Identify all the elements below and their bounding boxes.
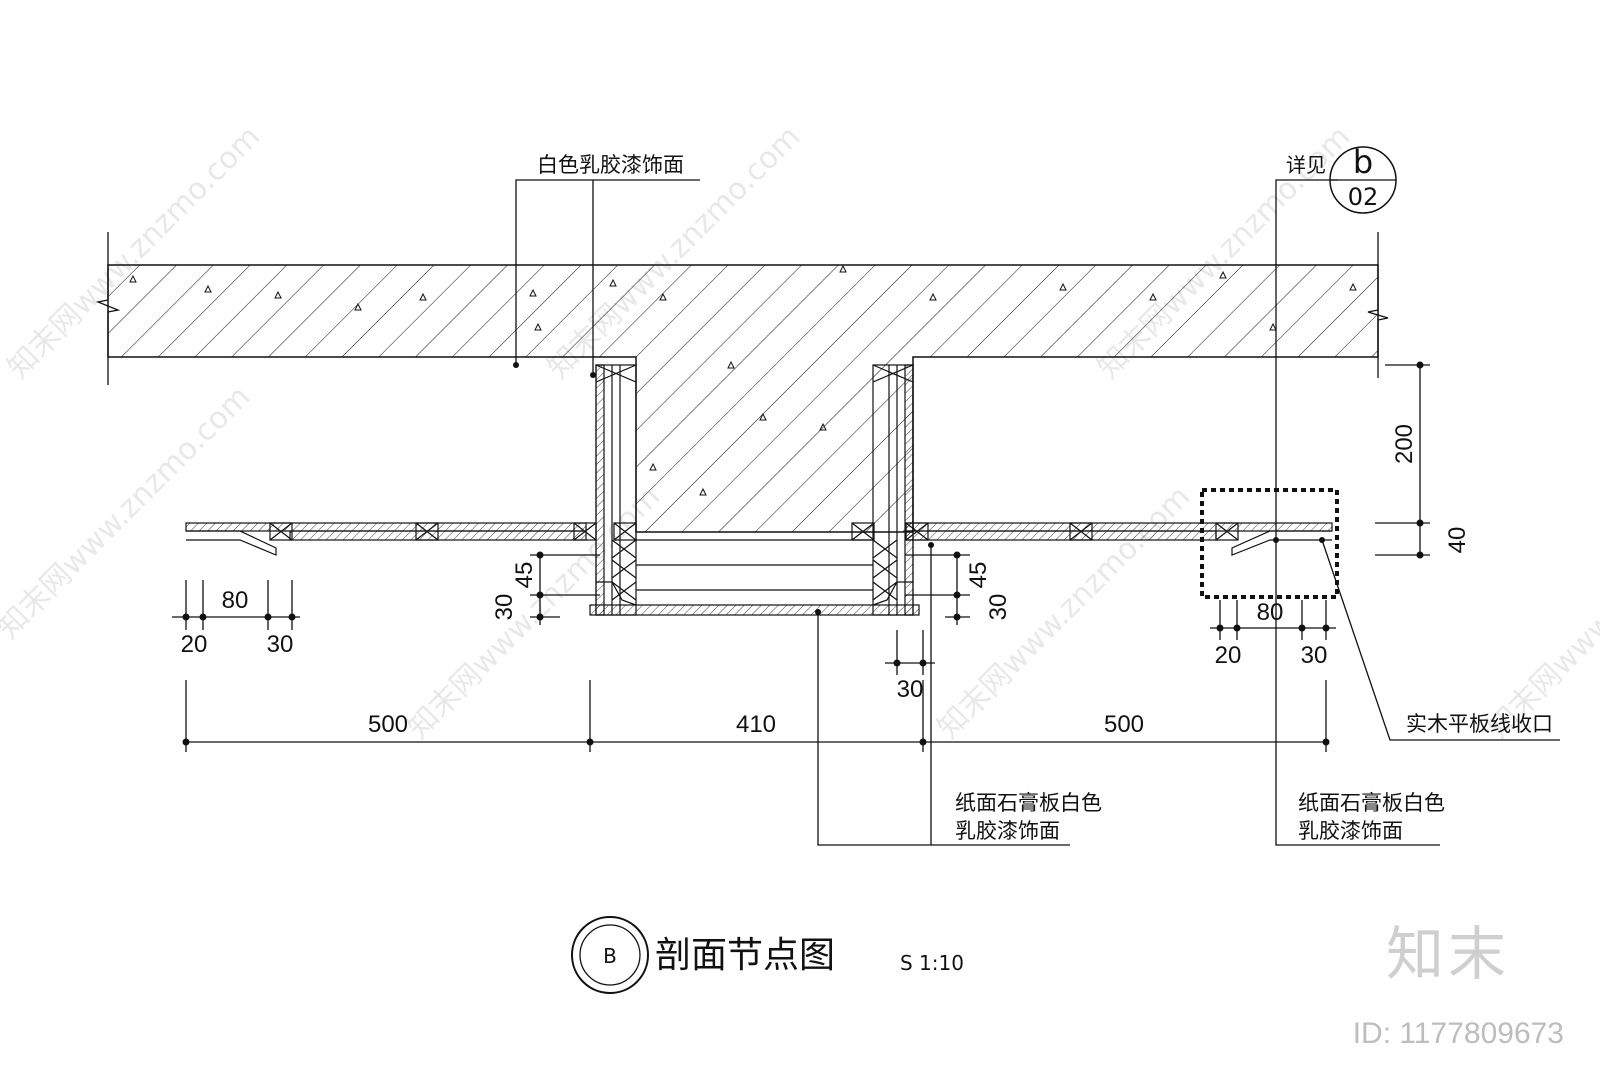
dim-span-left: 500 [368,711,408,738]
dimension-lines [172,361,1430,752]
dim-left-30: 30 [267,631,294,658]
watermark-brand: 知末 [1385,920,1510,988]
watermark-text: 知末网www.znzmo.com [0,379,257,645]
dim-right-30: 30 [1301,642,1328,669]
watermark-text: 知末网www.znzmo.com [931,479,1197,745]
dim-step-30-left: 30 [491,594,518,621]
drawing-title-block: B 剖面节点图 S 1:10 [571,916,964,994]
dim-right-80: 80 [1257,599,1284,626]
dim-drop-200: 200 [1391,424,1418,464]
gypsum-finish-label-1a: 纸面石膏板白色 [955,791,1102,815]
gypsum-finish-label-2b: 乳胶漆饰面 [1298,819,1403,843]
dim-step-45-left: 45 [511,562,538,589]
wood-trim-label: 实木平板线收口 [1406,712,1553,736]
concrete-slab [95,232,1389,533]
dimension-labels: 500 410 500 200 40 80 20 30 80 20 30 45 … [181,424,1471,738]
dim-step-30-right: 30 [985,594,1012,621]
watermark-text: 知末网www.znzmo.com [1481,479,1600,745]
drawing-title: 剖面节点图 [655,935,835,976]
watermark-image-id: ID: 1177809673 [1352,1017,1564,1050]
dim-left-20: 20 [181,631,208,658]
dim-drop-40: 40 [1444,527,1471,554]
leader-lines [513,179,1560,846]
detail-reference-bubble: b 02 [1329,143,1397,214]
detail-ref-prefix: 详见 [1286,153,1326,177]
detail-ref-sheet: 02 [1348,183,1379,211]
title-circle-letter: B [603,944,617,968]
dim-span-right: 500 [1104,711,1144,738]
dim-span-mid: 410 [736,711,776,738]
ceiling-assembly [185,364,1333,616]
dim-step-45-right: 45 [965,562,992,589]
dim-inner-30: 30 [897,676,924,703]
detail-callout-box [1200,488,1339,599]
detail-ref-letter: b [1353,143,1373,181]
top-finish-label: 白色乳胶漆饰面 [537,153,684,177]
dim-right-20: 20 [1215,642,1242,669]
dim-left-80: 80 [222,587,249,614]
gypsum-finish-label-1b: 乳胶漆饰面 [955,819,1060,843]
gypsum-finish-label-2a: 纸面石膏板白色 [1298,791,1445,815]
drawing-scale: S 1:10 [900,951,964,975]
